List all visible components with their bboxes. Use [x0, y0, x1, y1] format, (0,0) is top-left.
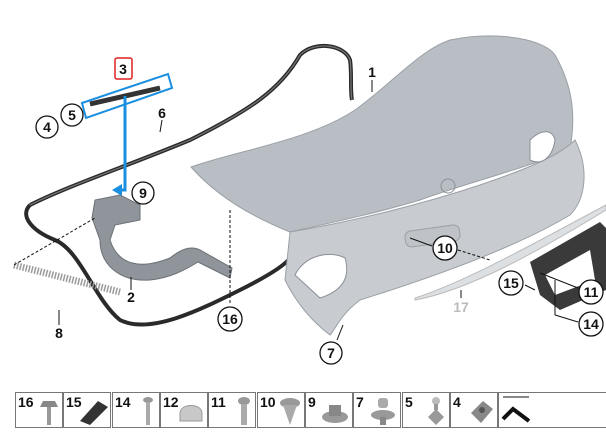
- highlight-arrow: [118, 96, 127, 192]
- part-cell-14[interactable]: 14: [112, 392, 160, 428]
- part-cell-5[interactable]: 5: [402, 392, 450, 428]
- part-cell-12[interactable]: 12: [160, 392, 208, 428]
- callout-10: 10: [437, 240, 453, 256]
- callout-14: 14: [583, 316, 599, 332]
- part-number: 7: [356, 394, 364, 410]
- screw-icon: [238, 397, 250, 425]
- callout-9: 9: [139, 185, 147, 201]
- expanding-rivet-icon: [280, 398, 300, 425]
- callout-7: 7: [327, 345, 335, 361]
- part-cell-16[interactable]: 16: [15, 392, 63, 428]
- callout-16: 16: [222, 311, 238, 327]
- callout-4: 4: [43, 119, 51, 135]
- part-number: 12: [163, 394, 179, 410]
- hinge: [91, 194, 233, 281]
- pad-icon: [80, 401, 108, 425]
- part-cell-7[interactable]: 7: [353, 392, 401, 428]
- part-number: 11: [211, 394, 226, 410]
- ball-stud-icon: [428, 397, 444, 425]
- nut-icon: [322, 405, 348, 423]
- part-number: 5: [405, 394, 413, 410]
- callout-5: 5: [68, 107, 76, 123]
- callout-2: 2: [127, 289, 135, 305]
- callout-1: 1: [368, 64, 376, 80]
- trunk-lid-parts-diagram: 1 3 6 2 8 17 4 5 9 16 7 10 15 11 14: [13, 35, 606, 365]
- highlight-box: [80, 72, 174, 120]
- more-arrow-icon: [501, 396, 531, 423]
- callout-17: 17: [453, 299, 469, 315]
- callout-8: 8: [55, 325, 63, 341]
- stud-clip-icon: [371, 398, 395, 425]
- part-number: 4: [453, 394, 461, 410]
- callout-15: 15: [503, 275, 519, 291]
- part-number: 14: [115, 394, 131, 410]
- part-number: 10: [260, 394, 276, 410]
- callout-11: 11: [584, 284, 599, 300]
- clip-nut-icon: [471, 401, 493, 423]
- trunk-lid: [190, 35, 574, 233]
- part-number: 16: [18, 394, 34, 410]
- part-cell-15[interactable]: 15: [63, 392, 111, 428]
- part-cell-10[interactable]: 10: [257, 392, 305, 428]
- part-cell-9[interactable]: 9: [305, 392, 353, 428]
- cap-icon: [179, 405, 203, 422]
- part-cell-11[interactable]: 11: [208, 392, 256, 428]
- part-cell-4[interactable]: 4: [450, 392, 498, 428]
- part-cell-more[interactable]: [498, 392, 606, 428]
- callout-6: 6: [158, 105, 166, 121]
- part-number: 15: [66, 394, 82, 410]
- bolt-with-washer-icon: [40, 401, 58, 425]
- part-number: 9: [308, 394, 316, 410]
- selected-callout-frame: [114, 57, 133, 80]
- gas-spring: [13, 261, 121, 296]
- callout-3: 3: [119, 61, 127, 77]
- trim-strip: [414, 204, 606, 301]
- screw-icon: [143, 397, 153, 425]
